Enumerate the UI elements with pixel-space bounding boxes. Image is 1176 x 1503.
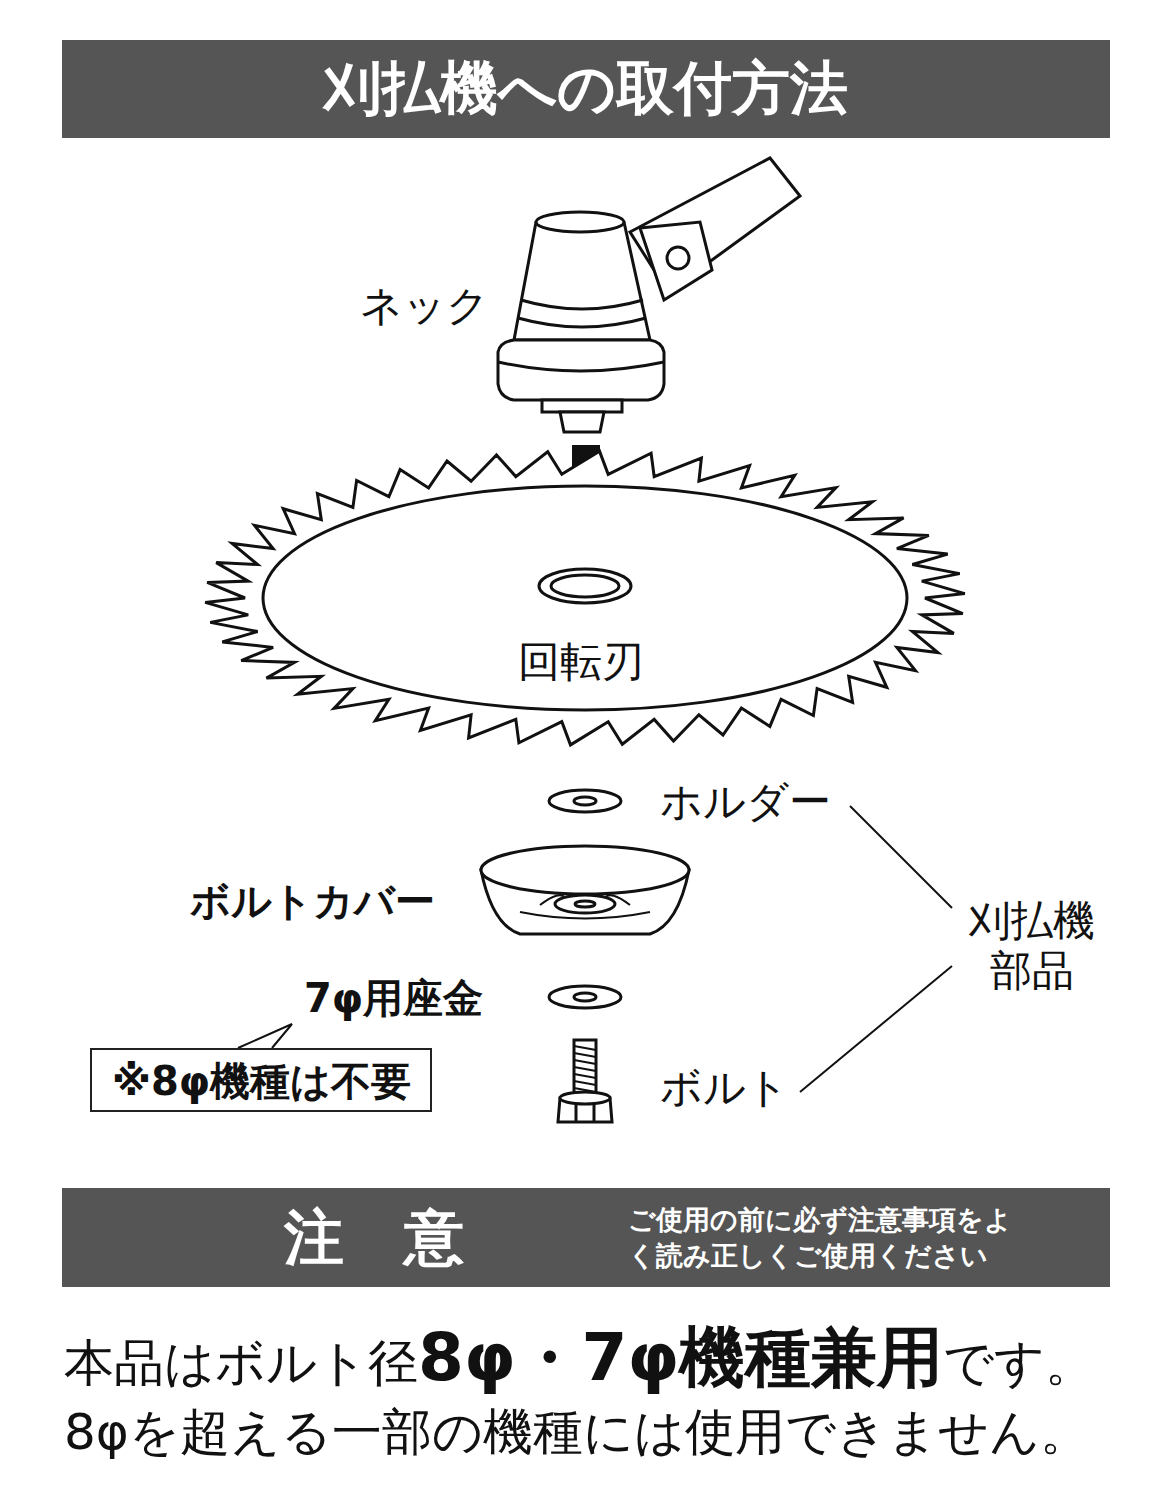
note-line: 本品はボルト径8φ・7φ機種兼用です。	[64, 1318, 1095, 1403]
part-label: ボルトカバー	[190, 878, 435, 924]
part-label: ネック	[360, 282, 489, 330]
bolt	[558, 1040, 612, 1122]
caution-heading: 注 意	[284, 1200, 464, 1274]
callout-pointer	[238, 1024, 292, 1048]
note-box: ※8φ機種は不要	[90, 1048, 432, 1112]
note-text: 8φを超える一部の機種には使用できません。	[64, 1404, 1090, 1462]
note-text: 本品はボルト径	[64, 1334, 418, 1392]
caution-band: 注 意 ご使用の前に必ず注意事項をよく読み正しくご使用ください	[62, 1188, 1110, 1287]
washer	[549, 986, 621, 1008]
caution-note: ご使用の前に必ず注意事項をよく読み正しくご使用ください	[628, 1202, 1028, 1274]
blade	[205, 451, 965, 745]
holder	[549, 790, 621, 812]
leader-line	[800, 806, 952, 1092]
shaft	[630, 158, 800, 300]
part-label: ボルト	[660, 1064, 789, 1112]
group-label: 刈払機 部品	[962, 896, 1102, 997]
part-label: ホルダー	[660, 778, 831, 826]
note-text: ※8φ機種は不要	[112, 1058, 411, 1104]
neck	[498, 212, 664, 432]
emphasis-text: 8φ・7φ機種兼用	[418, 1319, 943, 1396]
part-label: 回転刃	[518, 638, 644, 686]
bolt-cover	[481, 846, 689, 934]
note-text: です。	[943, 1334, 1095, 1392]
title-band	[62, 40, 1110, 138]
part-label: 7φ用座金	[304, 975, 483, 1021]
title-text: 刈払機への取付方法	[62, 44, 1110, 132]
